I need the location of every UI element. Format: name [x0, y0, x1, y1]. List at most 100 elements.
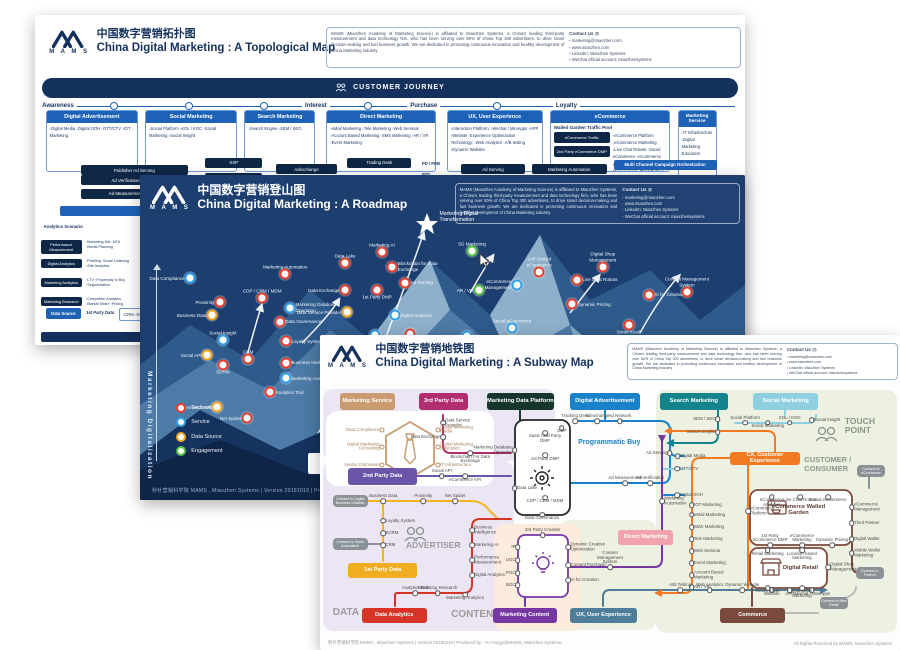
zone-label: ADVERTISER	[405, 540, 461, 551]
station: Live Chat Robots	[783, 494, 817, 502]
mams-logo-icon: M A M S	[49, 28, 89, 55]
mams-logo-icon: M A M S	[150, 183, 190, 211]
contact-email: marketing@miaozhen.com	[569, 38, 736, 44]
station: Data Service Provider	[440, 417, 470, 427]
stage-awareness: Awareness	[42, 103, 74, 110]
roadmap-node: 5G Marketing	[458, 241, 486, 257]
station-dot	[849, 520, 855, 526]
subway-box: Data Analytics	[361, 608, 427, 624]
contact-block: Contact Us @ marketing@miaozhen.com www.…	[787, 347, 894, 376]
station: OTT/CTV	[674, 466, 698, 472]
station-dot	[809, 587, 815, 593]
station: Proximity	[414, 494, 432, 504]
adtech-flow-label: PD / PDB	[421, 160, 441, 166]
station-dot	[688, 548, 695, 554]
station: Ad Verification	[636, 476, 664, 486]
walled-garden-label: Walled Garden Traffic Pool	[553, 125, 613, 131]
category-box-ecommerce: eCommerce Walled Garden Traffic Pool eCo…	[549, 110, 671, 173]
station: Digital Marketing Media	[435, 424, 473, 434]
station-dot	[469, 527, 475, 533]
roadmap-node: Analytics Tool	[264, 386, 304, 398]
roadmap-node: Self Owned eCommerce	[527, 257, 552, 278]
legend-item: Service	[176, 417, 210, 428]
station: Social Marketing	[752, 420, 784, 428]
station-dot	[659, 498, 665, 504]
poster-title-en: China Digital Marketing : A Topological …	[96, 42, 336, 55]
station-dot	[514, 544, 521, 550]
legend-item: Engagement	[176, 446, 223, 457]
roadmap-node: Content Management System	[665, 277, 709, 298]
station: Tracking Desk	[561, 414, 589, 424]
station-dot	[688, 560, 695, 566]
contact-website: www.miaozhen.com	[622, 201, 735, 207]
logo-wordmark: M A M S	[150, 205, 191, 211]
mouse-cursor-icon	[479, 253, 490, 267]
station-dot	[715, 429, 721, 435]
station-dot	[462, 592, 468, 598]
roadmap-node: Net Spider	[220, 412, 253, 424]
mams-logo-icon: M A M S	[328, 343, 368, 369]
station-dot	[412, 590, 418, 596]
roadmap-node: Data Lake	[335, 253, 356, 269]
station: Data Lake	[512, 485, 537, 491]
station-dot	[675, 453, 681, 459]
station-dot	[764, 547, 771, 553]
station-dot	[467, 450, 474, 456]
contact-website: www.miaozhen.com	[787, 360, 894, 365]
zone-label: DATA	[332, 607, 360, 619]
station: Digital OOH	[674, 492, 703, 498]
station-dot	[435, 462, 441, 468]
line-header-box: Search Marketing	[659, 392, 728, 410]
station-dot	[688, 502, 695, 508]
legend-dot	[176, 402, 187, 413]
station-dot	[435, 444, 441, 450]
station-dot	[825, 494, 831, 500]
roadmap-node: Social eCommerce	[493, 318, 531, 334]
analytics-scenario-label: Analytics Scenario	[43, 223, 83, 229]
first-party-data-label: 1st Party Data	[86, 310, 115, 316]
station-dot	[469, 542, 475, 548]
station: Scannable Marketing	[792, 585, 812, 598]
station: Loyalty System	[380, 518, 415, 524]
roadmap-node: CDP / CRM / MDM	[243, 288, 282, 304]
line-header-box: Marketing Data Platform	[487, 392, 554, 410]
station-dot	[565, 562, 572, 568]
analytics-bullets: ◦Competitor Analytics ◦Market Share ◦Pri…	[86, 297, 124, 307]
roadmap-header: M A M S 中国数字营销登山图 China Digital Marketin…	[150, 183, 407, 212]
data-source-chip: Data Source	[45, 308, 82, 320]
station-dot	[674, 466, 681, 472]
station-dot	[435, 427, 441, 433]
station: SCRM	[380, 530, 398, 536]
subway-box: Commerce	[720, 608, 786, 624]
adtech-box: Adexchange	[276, 164, 337, 175]
station: IT Infrastructure	[435, 462, 471, 468]
station-dot	[452, 498, 458, 504]
line-header-box: Marketing Service	[339, 392, 395, 410]
contact-wechat: WeChat official account: miaozhensystems	[787, 371, 894, 376]
peak-label: Marketing Digital Transformation	[439, 210, 479, 223]
station-dot	[769, 494, 775, 500]
station: Event Marketing	[688, 560, 726, 566]
station-dot	[380, 542, 387, 548]
station: APP	[785, 587, 794, 596]
stage-interest: Interest	[305, 103, 327, 110]
roadmap-node: SCRM	[216, 359, 230, 375]
station: Marketing Analytics	[446, 592, 484, 600]
contact-wechat: WeChat official account: miaozhensystems	[622, 214, 735, 220]
station: Ad Network	[609, 414, 631, 424]
category-title: Direct Marketing	[327, 111, 436, 124]
category-title: eCommerce	[550, 111, 670, 124]
station-dot	[647, 480, 653, 486]
roadmap-node: Marketing Database Operation	[284, 302, 337, 314]
roadmap-node: Marketing Automation	[263, 264, 307, 280]
subway-box: Connect to New Retail	[819, 597, 848, 610]
about-contact-box: MAMS (Miaozhen Academy of Marketing Scie…	[326, 26, 741, 68]
analytics-chip: Marketing Research	[40, 297, 82, 307]
station-dot	[434, 590, 441, 596]
station: Location-based Marketing	[787, 547, 817, 561]
station-dot	[797, 494, 804, 500]
station-dot	[572, 418, 578, 424]
station-dot	[565, 544, 572, 550]
station: Performance Measurement	[469, 554, 501, 564]
station: Data Compliance	[346, 427, 385, 433]
